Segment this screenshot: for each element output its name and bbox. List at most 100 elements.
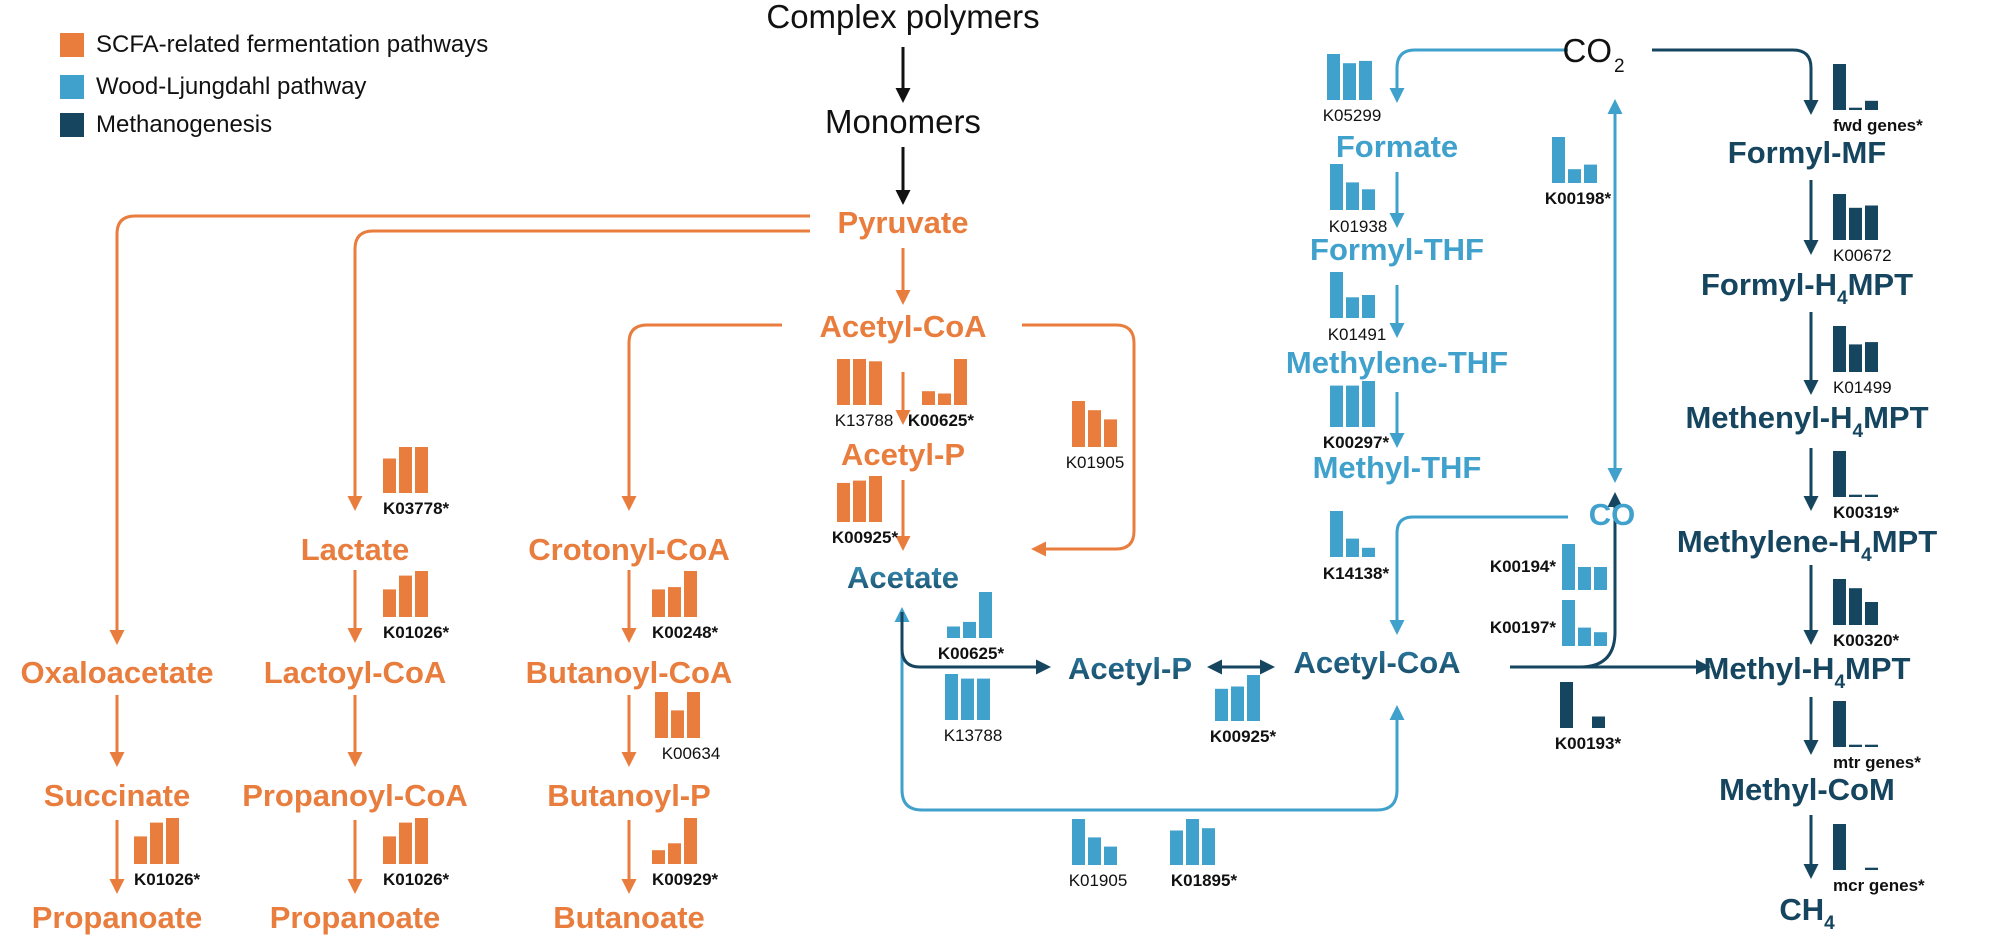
gene-bar [1849,494,1862,497]
gene-bar [1330,511,1343,557]
gene-chart-mtrgenes: mtr genes* [1833,701,1921,772]
gene-bar [1833,451,1846,497]
node-formyl-thf: Formyl-THF [1310,232,1484,267]
gene-bar [1578,627,1591,646]
gene-bar [1833,579,1846,625]
gene-chart-k13788: K13788 [944,674,1002,745]
node-butanoyl-coa: Butanoyl-CoA [526,655,733,690]
gene-bar [415,571,428,617]
gene-chart-k14138: K14138* [1323,511,1390,583]
gene-label: K00625* [938,644,1005,663]
node-methylene-h4mpt: Methylene-H4MPT [1677,524,1937,566]
gene-bar [655,692,668,738]
gene-label: K01499 [1833,378,1892,397]
gene-bar [1247,675,1260,721]
node-butanoate: Butanoate [553,900,705,935]
gene-bar [1849,107,1862,110]
gene-bar [1330,272,1343,318]
gene-bar [684,818,697,864]
node-propanoate-2: Propanoate [270,900,441,935]
gene-label: K14138* [1323,564,1390,583]
gene-label: K01905 [1069,871,1128,890]
gene-label: K01905 [1066,453,1125,472]
gene-chart-k00625: K00625* [938,592,1005,663]
gene-bar [1849,344,1862,372]
arrow-acetyl-coa-to-acetate [1022,323,1136,557]
node-acetyl-coa-scfa: Acetyl-CoA [819,309,986,344]
gene-bar [1362,189,1375,210]
gene-chart-k01491: K01491 [1328,272,1386,344]
gene-bar [1072,401,1085,447]
arrow-pyruvate-to-lactate [347,229,810,511]
node-crotonyl-coa: Crotonyl-CoA [528,532,729,567]
gene-bar [1833,701,1846,747]
gene-bar [1833,64,1846,110]
gene-label: K01026* [134,870,201,889]
gene-chart-mcrgenes: mcr genes* [1833,824,1925,895]
gene-bar [1088,837,1101,865]
gene-bar [399,575,412,617]
gene-bar [1562,600,1575,646]
legend-item-scfa: SCFA-related fermentation pathways [60,31,488,58]
arrows-scfa [109,214,1136,894]
gene-chart-k01026: K01026* [383,818,450,889]
gene-bar [1865,744,1878,747]
node-labels: Complex polymers Monomers Pyruvate Acety… [21,0,1938,935]
gene-bar [1849,588,1862,625]
gene-bar [1833,326,1846,372]
gene-chart-k00297: K00297* [1323,381,1389,452]
gene-label: K00194* [1490,557,1557,576]
gene-bar [853,359,866,405]
gene-chart-k00198: K00198* [1545,137,1611,208]
gene-bar [1560,682,1573,728]
gene-bar [1088,410,1101,447]
gene-chart-k00194: K00194* [1490,544,1607,590]
gene-bar [668,843,681,864]
arrows-methanogenesis [900,48,1819,879]
node-lactoyl-coa: Lactoyl-CoA [264,655,447,690]
arrow-acetate-acetyl-coa-loop [894,607,1405,812]
gene-bar [1202,828,1215,865]
gene-chart-k00248: K00248* [652,571,719,642]
gene-bar [1562,544,1575,590]
gene-bar [1215,688,1228,721]
node-formyl-mf: Formyl-MF [1728,135,1886,170]
gene-label: K01026* [383,870,450,889]
gene-bar [961,678,974,720]
node-acetyl-coa-wl: Acetyl-CoA [1293,645,1460,680]
gene-chart-k00197: K00197* [1490,600,1607,646]
gene-chart-k00193: K00193* [1555,682,1621,753]
node-propanoyl-coa: Propanoyl-CoA [242,778,468,813]
gene-bar [1865,205,1878,240]
gene-bar [1330,164,1343,210]
node-formate: Formate [1336,129,1458,164]
gene-bar [415,818,428,864]
arrows-wood-ljungdahl [894,48,1623,812]
gene-bar [1346,297,1359,318]
legend-label-methanogenesis: Methanogenesis [96,111,273,138]
node-pyruvate: Pyruvate [838,205,969,240]
gene-bar [1833,194,1846,240]
gene-bar [1592,716,1605,728]
gene-bar [1072,819,1085,865]
gene-bar [1594,632,1607,646]
gene-bar [1104,419,1117,447]
gene-bar [1849,744,1862,747]
gene-label: mcr genes* [1833,876,1925,895]
node-methylene-thf: Methylene-THF [1286,345,1508,380]
gene-label: K00320* [1833,631,1900,650]
gene-label: K01895* [1171,871,1238,890]
gene-bar [1865,602,1878,625]
node-methyl-h4mpt: Methyl-H4MPT [1704,651,1911,693]
node-butanoyl-p: Butanoyl-P [547,778,711,813]
arrow-pyruvate-to-oxaloacetate [109,214,810,645]
gene-label: K01938 [1329,217,1388,236]
gene-label: mtr genes* [1833,753,1921,772]
gene-bar [853,480,866,522]
gene-bar [652,589,665,617]
gene-label: K00248* [652,623,719,642]
gene-bar [977,678,990,720]
gene-chart-k00634: K00634 [655,692,720,763]
node-ch4: CH4 [1779,892,1835,934]
